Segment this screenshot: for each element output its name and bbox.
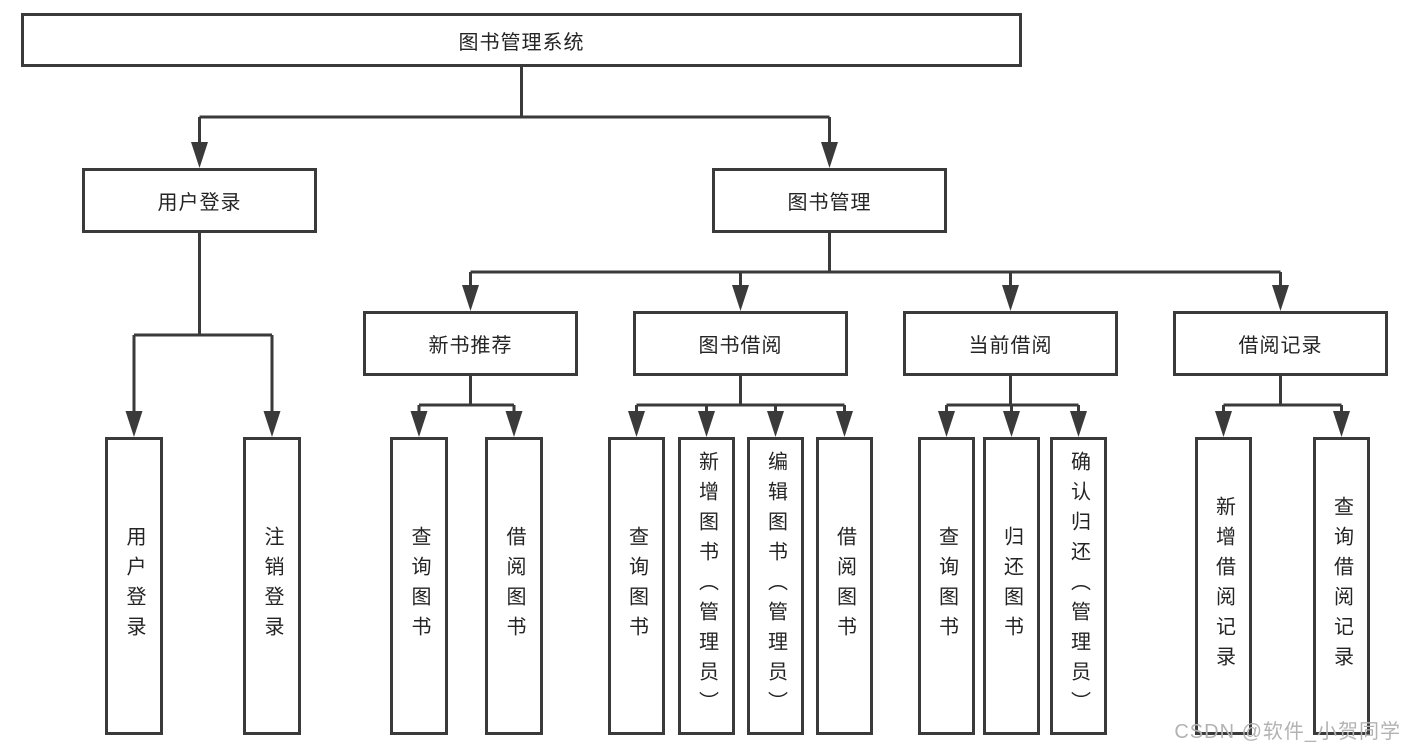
node-logout-action: 注销登录 xyxy=(243,437,301,735)
node-book-borrowing-label: 图书借阅 xyxy=(698,335,783,357)
node-new-book-recommend: 新书推荐 xyxy=(363,311,578,376)
node-user-login-label: 用户登录 xyxy=(157,192,242,214)
arrowhead-icon xyxy=(836,411,853,437)
node-borrowing-records-label: 借阅记录 xyxy=(1238,335,1323,357)
arrowhead-icon xyxy=(1272,285,1289,311)
node-query-books-3-label: 查询图书 xyxy=(935,526,958,646)
node-add-borrow-record: 新增借阅记录 xyxy=(1195,437,1252,735)
arrowhead-icon xyxy=(732,285,749,311)
node-query-borrow-record-label: 查询借阅记录 xyxy=(1330,496,1353,676)
node-borrow-books-2: 借阅图书 xyxy=(816,437,873,735)
node-user-login: 用户登录 xyxy=(82,168,317,233)
arrowhead-icon xyxy=(263,411,281,437)
node-edit-books-admin-label: 编辑图书（管理员） xyxy=(764,451,787,721)
node-system-root-label: 图书管理系统 xyxy=(458,31,585,54)
node-return-books: 归还图书 xyxy=(983,437,1040,735)
node-edit-books-admin: 编辑图书（管理员） xyxy=(747,437,804,735)
arrowhead-icon xyxy=(628,411,645,437)
node-add-books-admin: 新增图书（管理员） xyxy=(678,437,735,735)
arrowhead-icon xyxy=(1002,285,1019,311)
arrowhead-icon xyxy=(767,411,784,437)
node-user-login-action: 用户登录 xyxy=(105,437,163,735)
node-current-borrowing: 当前借阅 xyxy=(903,311,1118,376)
arrowhead-icon xyxy=(938,411,955,437)
node-borrow-books-1: 借阅图书 xyxy=(485,437,543,735)
arrowhead-icon xyxy=(462,285,479,311)
arrowhead-icon xyxy=(505,411,523,437)
node-system-root: 图书管理系统 xyxy=(21,13,1022,67)
arrowhead-icon xyxy=(1003,411,1020,437)
node-book-management-label: 图书管理 xyxy=(787,192,872,214)
arrowhead-icon xyxy=(410,411,428,437)
node-borrowing-records: 借阅记录 xyxy=(1173,311,1388,376)
node-new-book-recommend-label: 新书推荐 xyxy=(428,335,513,357)
node-current-borrowing-label: 当前借阅 xyxy=(968,335,1053,357)
node-add-books-admin-label: 新增图书（管理员） xyxy=(695,451,718,721)
node-query-books-1: 查询图书 xyxy=(390,437,448,735)
node-query-books-1-label: 查询图书 xyxy=(408,526,430,646)
node-query-books-2-label: 查询图书 xyxy=(625,526,648,646)
arrowhead-icon xyxy=(821,142,838,168)
node-book-management: 图书管理 xyxy=(712,168,947,233)
node-borrow-books-2-label: 借阅图书 xyxy=(833,526,856,646)
node-confirm-return-admin: 确认归还（管理员） xyxy=(1050,437,1107,735)
node-query-borrow-record: 查询借阅记录 xyxy=(1313,437,1370,735)
node-borrow-books-1-label: 借阅图书 xyxy=(503,526,525,646)
node-add-borrow-record-label: 新增借阅记录 xyxy=(1212,496,1235,676)
arrowhead-icon xyxy=(1070,411,1087,437)
arrowhead-icon xyxy=(1215,411,1232,437)
node-query-books-3: 查询图书 xyxy=(918,437,975,735)
arrowhead-icon xyxy=(191,142,208,168)
node-return-books-label: 归还图书 xyxy=(1000,526,1023,646)
node-confirm-return-admin-label: 确认归还（管理员） xyxy=(1067,451,1090,721)
node-logout-action-label: 注销登录 xyxy=(261,526,283,646)
node-book-borrowing: 图书借阅 xyxy=(633,311,848,376)
node-user-login-action-label: 用户登录 xyxy=(123,526,145,646)
arrowhead-icon xyxy=(1333,411,1350,437)
arrowhead-icon xyxy=(698,411,715,437)
node-query-books-2: 查询图书 xyxy=(608,437,665,735)
arrowhead-icon xyxy=(125,411,143,437)
